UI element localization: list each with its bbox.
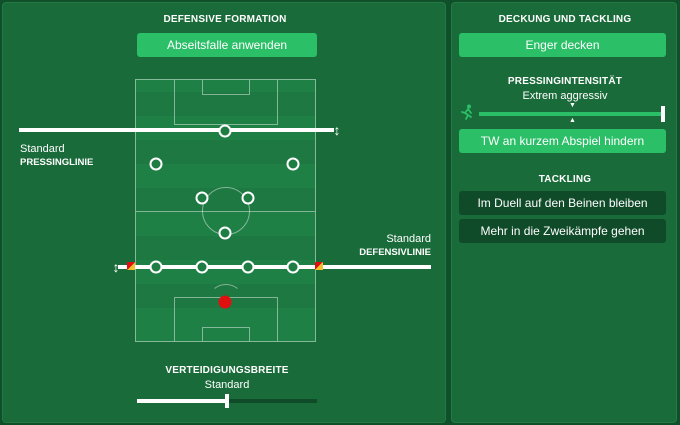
marking-tackling-heading: DECKUNG UND TACKLING	[498, 14, 632, 25]
stay-on-feet-button[interactable]: Im Duell auf den Beinen bleiben	[459, 191, 666, 215]
defence-width-slider[interactable]	[137, 394, 317, 408]
pressing-line-bar[interactable]	[19, 128, 334, 132]
defensive-line-name: DEFENSIVLINIE	[359, 247, 431, 258]
pressing-intensity-heading: PRESSINGINTENSITÄT	[507, 76, 623, 87]
player-left-midfielder[interactable]	[149, 157, 163, 171]
pressing-line-arrow-icon[interactable]: ↕	[333, 122, 341, 138]
defensive-line-label: Standard DEFENSIVLINIE	[359, 233, 431, 259]
defensive-line-arrow-icon[interactable]: ↕	[112, 259, 120, 275]
defence-width-heading: VERTEIDIGUNGSBREITE	[165, 365, 289, 376]
marking-tackling-panel: DECKUNG UND TACKLING Enger decken PRESSI…	[451, 2, 677, 423]
player-left-back[interactable]	[149, 260, 163, 274]
offside-flag-icon	[315, 262, 323, 270]
pressing-line-name: PRESSINGLINIE	[20, 157, 94, 168]
pressing-default-marker-top-icon: ▼	[569, 102, 576, 109]
tighter-marking-button[interactable]: Enger decken	[459, 33, 666, 57]
player-right-back[interactable]	[286, 260, 300, 274]
player-central-midfielder-right[interactable]	[241, 191, 255, 205]
player-striker[interactable]	[218, 124, 232, 138]
pressing-intensity-slider-fill	[479, 112, 665, 116]
tackling-heading: TACKLING	[538, 174, 592, 185]
defensive-formation-heading: DEFENSIVE FORMATION	[163, 14, 287, 25]
get-stuck-in-button[interactable]: Mehr in die Zweikämpfe gehen	[459, 219, 666, 243]
top-goal-area	[202, 80, 250, 95]
player-central-midfielder-left[interactable]	[195, 191, 209, 205]
pressing-intensity-slider[interactable]	[479, 106, 665, 122]
offside-flag-icon	[127, 262, 135, 270]
offside-trap-button[interactable]: Abseitsfalle anwenden	[137, 33, 317, 57]
defensive-formation-panel: DEFENSIVE FORMATION Abseitsfalle anwende…	[2, 2, 446, 423]
defence-width-slider-fill	[137, 399, 227, 403]
player-goalkeeper[interactable]	[218, 295, 232, 309]
defence-width-slider-handle[interactable]	[225, 394, 229, 408]
defensive-line-bar[interactable]	[118, 265, 431, 269]
player-right-midfielder[interactable]	[286, 157, 300, 171]
player-defensive-midfielder[interactable]	[218, 226, 232, 240]
running-player-icon	[461, 104, 472, 120]
bottom-goal-area	[202, 327, 250, 341]
pressing-intensity-slider-handle[interactable]	[661, 106, 665, 122]
player-centre-back-left[interactable]	[195, 260, 209, 274]
pressing-line-value: Standard	[20, 143, 65, 155]
pressing-intensity-value: Extrem aggressiv	[522, 90, 608, 102]
pressing-default-marker-bottom-icon: ▲	[569, 117, 576, 124]
pressing-line-label: Standard PRESSINGLINIE	[20, 143, 93, 169]
player-centre-back-right[interactable]	[241, 260, 255, 274]
prevent-short-gk-distribution-button[interactable]: TW an kurzem Abspiel hindern	[459, 129, 666, 153]
bottom-penalty-arc	[210, 284, 242, 310]
defensive-line-value: Standard	[386, 233, 431, 245]
defence-width-value: Standard	[204, 379, 250, 391]
